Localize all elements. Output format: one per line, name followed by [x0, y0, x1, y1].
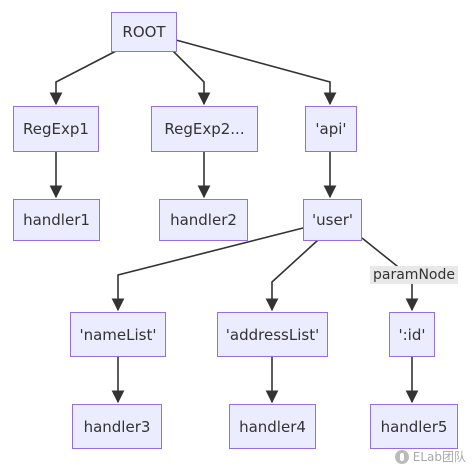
- node-handler4-label: handler4: [239, 417, 306, 436]
- node-handler3: handler3: [72, 404, 162, 449]
- node-namelist-label: 'nameList': [79, 325, 157, 344]
- node-api-label: 'api': [315, 120, 347, 138]
- node-user-label: 'user': [312, 211, 353, 229]
- node-handler1-label: handler1: [23, 211, 90, 229]
- watermark-text: ELab团队: [412, 450, 466, 464]
- edge-root-api: [175, 39, 337, 106]
- node-handler3-label: handler3: [83, 417, 151, 436]
- node-api: 'api': [305, 106, 357, 152]
- watermark-logo-icon: [394, 449, 409, 464]
- node-id: ':id': [389, 312, 435, 357]
- node-id-label: ':id': [398, 325, 426, 344]
- node-root: ROOT: [111, 12, 177, 52]
- node-handler1: handler1: [13, 199, 100, 241]
- node-regexp2-label: RegExp2...: [164, 120, 245, 138]
- node-handler4: handler4: [229, 404, 316, 449]
- node-root-label: ROOT: [122, 23, 166, 41]
- edge-root-regexp1: [49, 49, 119, 106]
- node-addresslist-label: 'addressList': [225, 325, 320, 344]
- edge-root-regexp2: [171, 49, 211, 106]
- node-handler5: handler5: [370, 404, 458, 449]
- node-handler5-label: handler5: [380, 417, 448, 436]
- node-handler2-label: handler2: [170, 211, 237, 229]
- watermark: ELab团队: [394, 448, 466, 465]
- edge-label-param-node-text: paramNode: [373, 267, 455, 283]
- node-handler2: handler2: [159, 199, 248, 241]
- node-regexp1: RegExp1: [13, 106, 99, 152]
- node-user: 'user': [303, 199, 362, 241]
- edge-user-addresslist: [265, 239, 319, 312]
- node-regexp1-label: RegExp1: [23, 120, 89, 138]
- node-namelist: 'nameList': [70, 312, 166, 357]
- edge-user-namelist: [111, 227, 304, 312]
- edge-label-param-node: paramNode: [370, 266, 458, 284]
- node-addresslist: 'addressList': [217, 312, 328, 357]
- node-regexp2: RegExp2...: [151, 106, 258, 152]
